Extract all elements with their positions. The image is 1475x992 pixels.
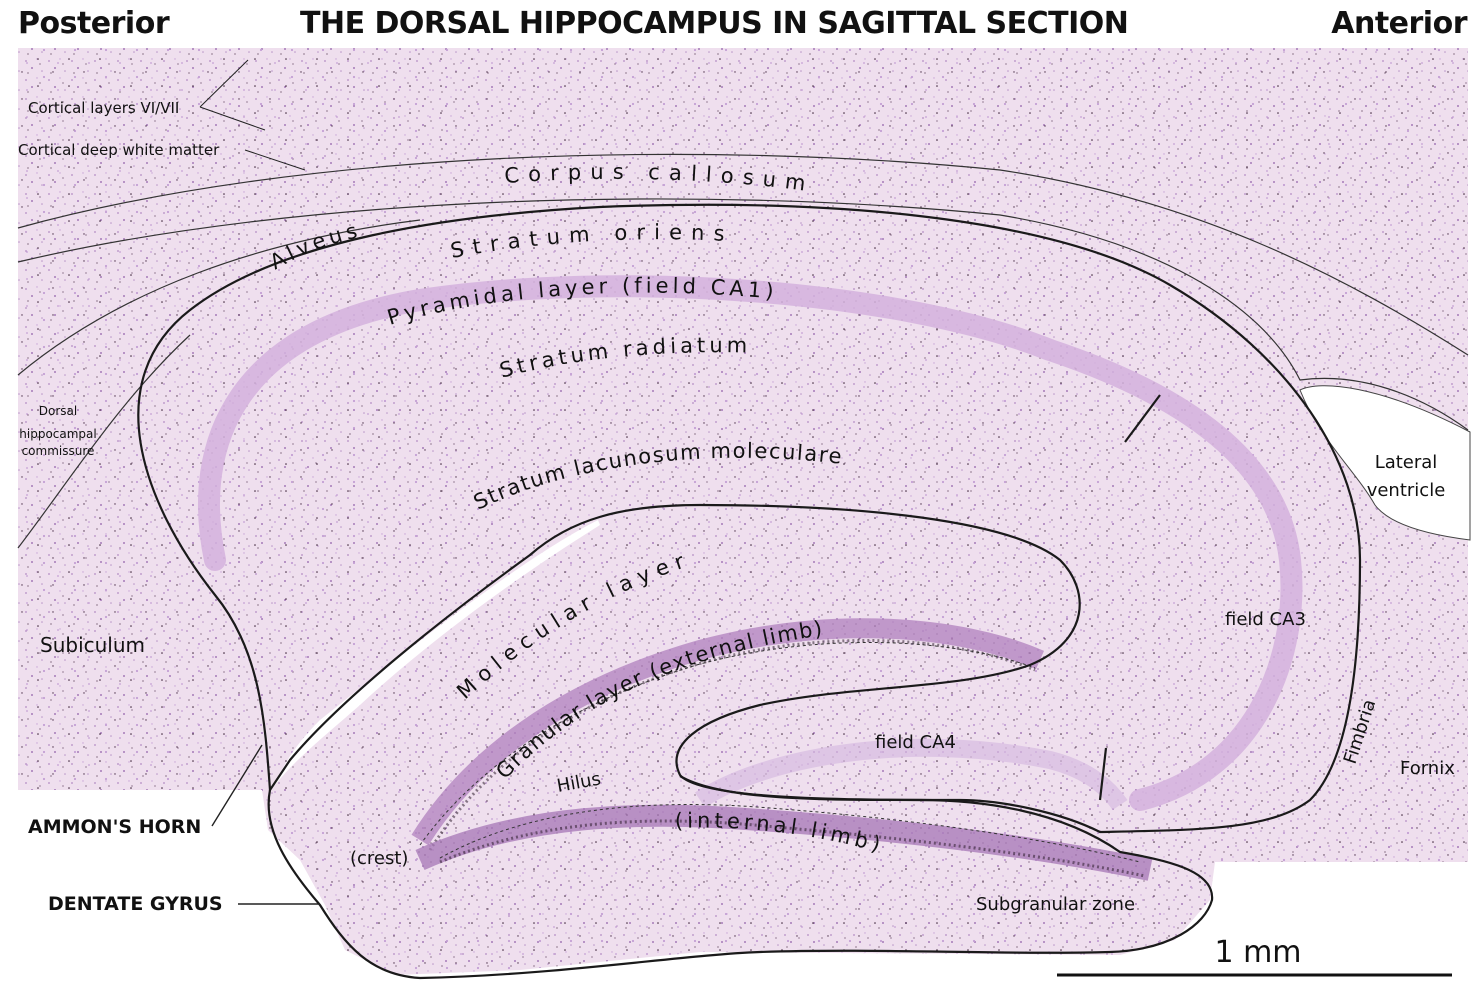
label-crest: (crest) — [350, 848, 408, 869]
label-cortical-white: Cortical deep white matter — [18, 141, 220, 159]
scale-bar-label: 1 mm — [1214, 935, 1301, 970]
label-ammons-horn: AMMON'S HORN — [28, 816, 201, 838]
label-fornix: Fornix — [1400, 758, 1455, 779]
label-cortical-layers: Cortical layers VI/VII — [28, 99, 179, 117]
label-lateral-2: ventricle — [1367, 480, 1446, 501]
label-field-ca3: field CA3 — [1225, 609, 1306, 630]
label-field-ca4: field CA4 — [875, 732, 956, 753]
label-subgranular: Subgranular zone — [976, 894, 1135, 915]
label-dorsal-hc-2: hippocampal — [19, 427, 96, 441]
label-subiculum: Subiculum — [40, 633, 145, 657]
label-lateral-1: Lateral — [1375, 452, 1438, 473]
label-dentate-gyrus: DENTATE GYRUS — [48, 893, 223, 915]
label-dorsal-hc-3: commissure — [22, 444, 95, 458]
label-dorsal-hc-1: Dorsal — [39, 404, 77, 418]
